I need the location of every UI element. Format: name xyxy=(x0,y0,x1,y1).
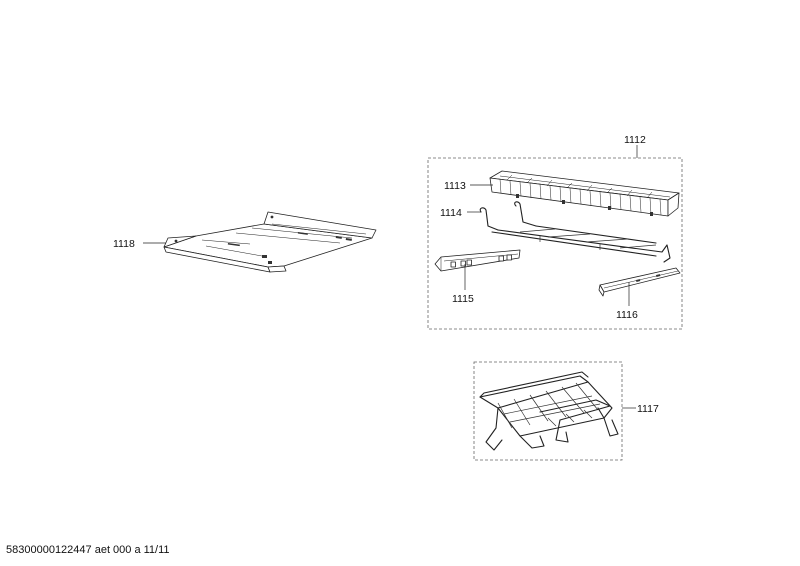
label-1113: 1113 xyxy=(444,180,466,192)
label-1112: 1112 xyxy=(624,134,646,146)
part-1118-tray xyxy=(163,211,377,273)
document-code: 58300000122447 aet 000 a 11/11 xyxy=(6,544,170,556)
group-box-1112 xyxy=(427,157,683,330)
part-1117-wire-rack xyxy=(479,371,619,451)
label-1118: 1118 xyxy=(113,238,135,250)
label-1115: 1115 xyxy=(452,293,474,305)
part-1113-basket xyxy=(489,170,680,217)
label-1116: 1116 xyxy=(616,309,638,321)
label-1114: 1114 xyxy=(440,207,462,219)
group-box-1117 xyxy=(473,361,623,461)
part-1114-wire-holder xyxy=(479,201,671,263)
label-1117: 1117 xyxy=(637,403,659,415)
part-1115-front-rail xyxy=(434,249,521,272)
part-1116-rear-rail xyxy=(598,267,681,297)
